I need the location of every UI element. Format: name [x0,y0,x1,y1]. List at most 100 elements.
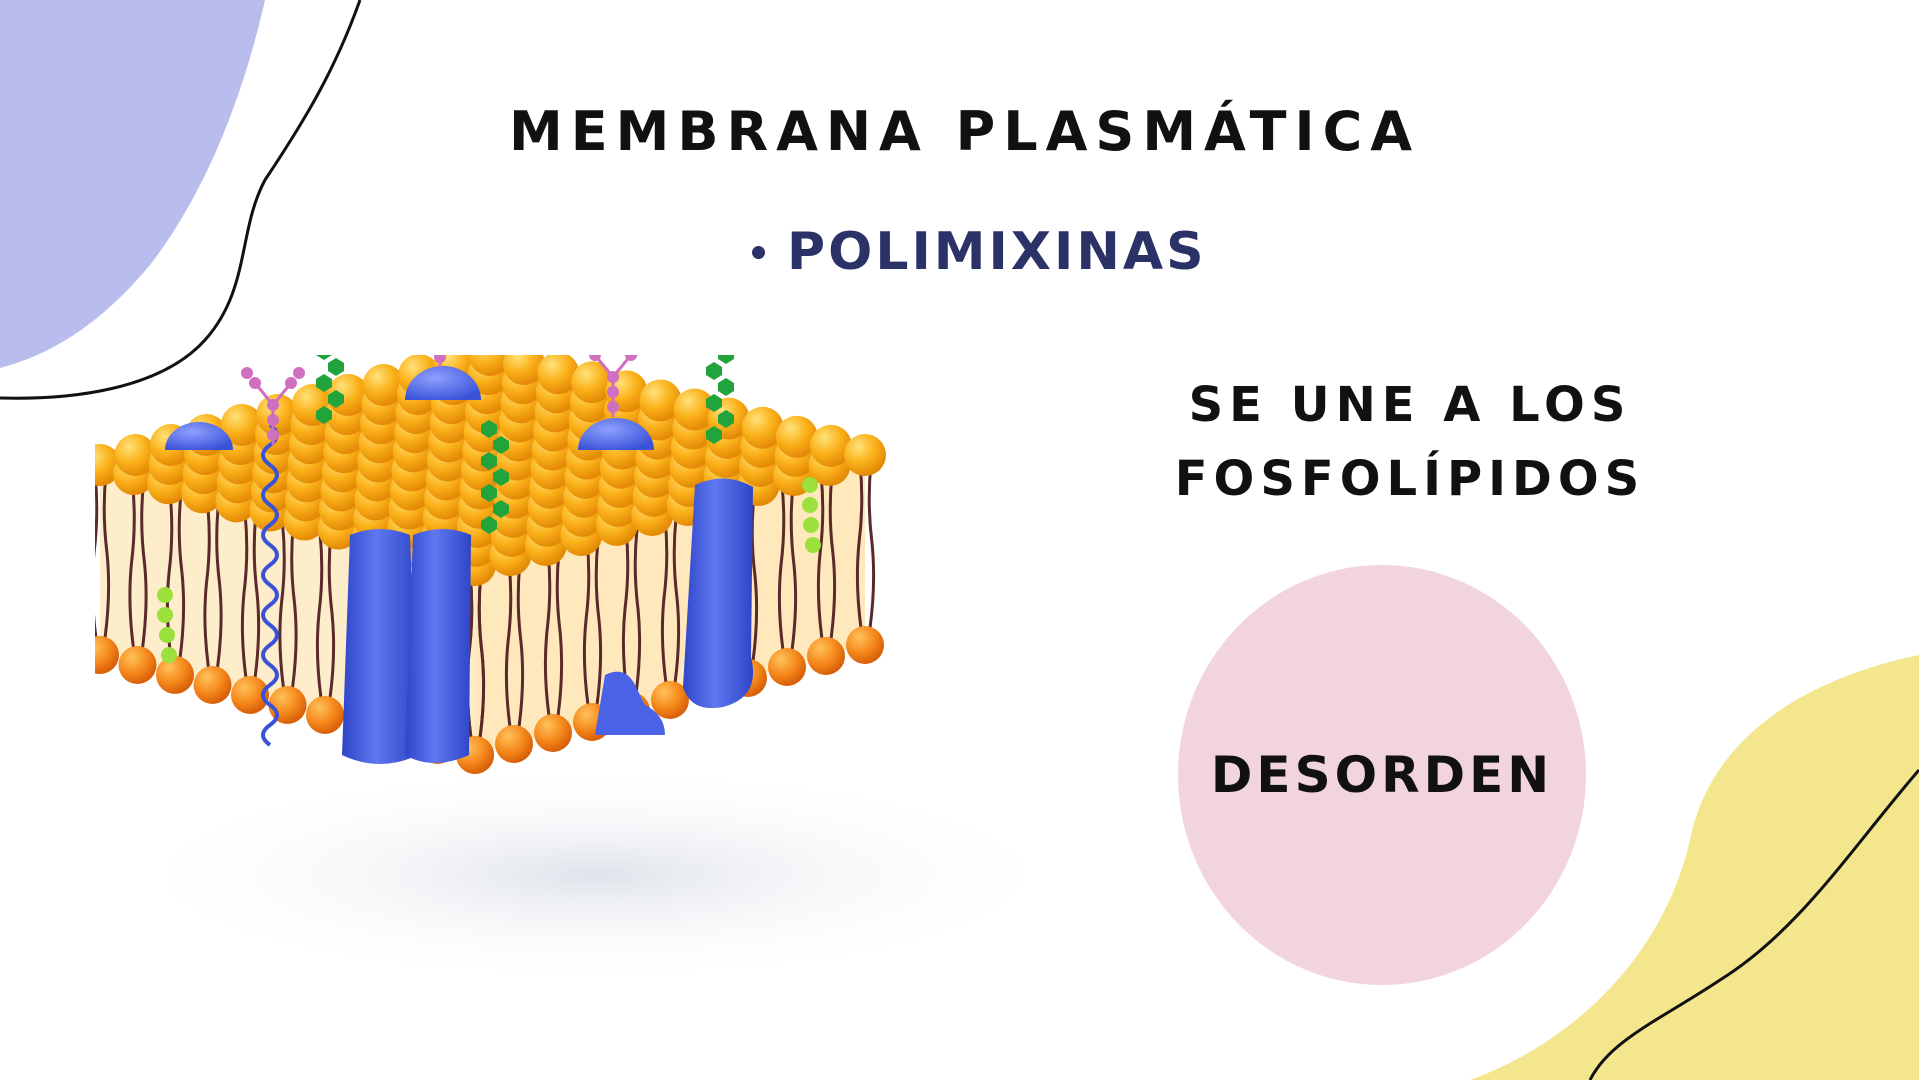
glycolipid-chain-icon [481,420,497,438]
glycolipid-chain-icon [481,484,497,502]
phospholipid-head-icon [220,404,263,446]
cholesterol-icon [159,627,175,643]
lipid-tail-icon [327,532,336,699]
glycolipid-chain-icon [316,406,332,424]
phospholipid-head-icon [231,676,269,714]
title-text: MEMBRANA PLASMÁTICA [508,100,1421,163]
protein-channel-icon [405,529,471,763]
glycolipid-sugar-icon-node [241,367,253,379]
slide-title: MEMBRANA PLASMÁTICA [0,100,1919,163]
lipid-tail-icon [543,550,552,717]
glycolipid-chain-icon [706,362,722,380]
phospholipid-head-icon [95,636,119,674]
cholesterol-icon [157,607,173,623]
phospholipid-head-icon [256,394,299,436]
phospholipid-head-icon [571,361,614,404]
phospholipid-head-icon [534,714,572,752]
phospholipid-head-icon [768,648,806,686]
cholesterol-icon [157,587,173,603]
description-line-2: FOSFOLÍPIDOS [1174,451,1646,507]
lipid-tail-icon [477,572,486,739]
glycolipid-chain-icon [316,374,332,392]
glycolipid-chain-icon [328,358,344,376]
protein-channel-icon [342,529,418,764]
lipid-tail-icon [290,522,298,689]
black-curve-top-left [0,0,362,400]
cholesterol-icon [802,477,818,493]
phospholipid-head-icon [807,637,845,675]
glycoprotein-sugar-icon-node [607,401,619,413]
glycolipid-chain-icon [718,410,734,428]
phospholipid-head-icon [503,355,546,386]
lavender-blob [0,0,265,368]
lipid-tail-icon [203,502,211,669]
phospholipid-head-icon [118,646,157,684]
lipid-tail-icon [278,522,286,689]
phospholipid-head-icon [306,696,344,734]
glycoprotein-sugar-icon-node [589,355,601,361]
description-text: SE UNE A LOS FOSFOLÍPIDOS [1170,368,1650,516]
phospholipid-head-icon [156,656,194,694]
phospholipid-head-icon [193,666,232,704]
phospholipid-head-icon [775,415,818,458]
lipid-tail-icon [789,484,798,651]
alpha-helix-icon [261,423,279,747]
peripheral-protein-icon [595,671,665,735]
glycoprotein-icon [405,366,481,400]
glycolipid-sugar-icon-node [249,377,261,389]
lipid-tail-icon [582,539,591,706]
lipid-tail-icon [621,528,630,695]
lipid-tail-icon [252,512,261,679]
phospholipid-head-icon [362,364,405,406]
lipid-tail-icon [102,472,111,639]
phospholipid-head-icon [495,725,533,763]
bullet-text: POLIMIXINAS [787,222,1207,282]
lipid-tail-icon [828,473,837,640]
phospholipid-head-icon [639,379,682,422]
cholesterol-icon [805,537,821,553]
lipid-tail-icon [315,532,324,699]
membrane-side-face [475,455,865,755]
lipid-tail-icon [633,528,642,695]
glycolipid-chain-icon [706,426,722,444]
lipid-tail-icon [177,492,186,659]
glycolipid-sugar-icon-node [267,429,279,441]
phospholipid-head-icon [469,355,511,376]
glycolipid-chain-icon [706,394,722,412]
lipid-tail-icon [660,517,669,684]
black-curve-bottom-right [1588,769,1919,1080]
phospholipid-head-icon [809,424,852,467]
phospholipid-head-icon [114,434,157,476]
glycolipid-chain-icon [481,452,497,470]
phospholipid-head-icon [741,406,784,449]
description-line-1: SE UNE A LOS [1188,377,1632,433]
glycoprotein-icon [578,418,654,450]
membrane-diagram [95,355,1075,985]
lipid-tail-icon [215,502,223,669]
circle-label: DESORDEN [1210,746,1554,804]
glycolipid-chain-icon [718,355,734,364]
lipid-tail-icon [855,462,864,629]
lipid-tail-icon [816,473,825,640]
lipid-tail-icon [867,462,876,629]
protein-channel-icon [683,478,754,709]
cholesterol-icon [802,497,818,513]
phospholipid-head-icon [846,626,884,664]
glycolipid-chain-icon [493,436,509,454]
lipid-tail-icon [777,484,786,651]
lipid-tail-icon [128,482,136,649]
diagram-shadow [115,765,1075,985]
glycolipid-chain-icon [328,390,344,408]
lipid-tail-icon [240,512,249,679]
lipid-tail-icon [672,517,681,684]
glycoprotein-sugar-icon-node [607,371,619,383]
lipid-tail-icon [504,561,513,728]
glycoprotein-icon [165,422,233,450]
glycolipid-sugar-icon-node [285,377,297,389]
glycolipid-chain-icon [493,500,509,518]
glycolipid-chain-icon [481,516,497,534]
glycoprotein-sugar-icon-node [625,355,637,361]
glycolipid-chain-icon [316,355,332,360]
glycoprotein-sugar-icon-node [434,355,446,363]
phospholipid-head-icon [537,355,580,395]
